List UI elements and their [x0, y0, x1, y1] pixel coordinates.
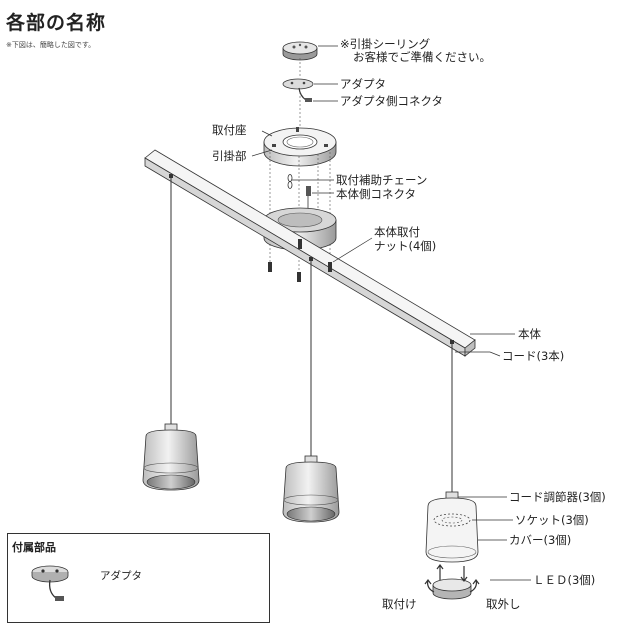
- label-ceiling: ※引掛シーリング: [340, 37, 431, 51]
- label-hook: 引掛部: [212, 149, 247, 163]
- label-detach: 取外し: [486, 597, 521, 611]
- adapter-part: [282, 78, 314, 102]
- label-nut-line1: 本体取付: [374, 225, 420, 239]
- pendant-lamp-1: [142, 423, 200, 491]
- pendant-lamp-2: [282, 455, 340, 523]
- label-adapter-connector: アダプタ側コネクタ: [340, 94, 444, 108]
- cords: [170, 178, 453, 494]
- label-mount-base: 取付座: [212, 123, 247, 137]
- leader-lines: [251, 45, 531, 581]
- accessory-adapter-label: アダプタ: [100, 570, 142, 582]
- mount-base: [263, 127, 337, 167]
- mounting-nuts: [268, 239, 332, 282]
- page-title: 各部の名称: [6, 12, 107, 34]
- label-adapter: アダプタ: [340, 77, 386, 91]
- accessories-box: 付属部品 アダプタ: [7, 533, 270, 623]
- label-led: ＬＥＤ(3個): [533, 573, 596, 587]
- label-ceiling-note: お客様でご準備ください。: [353, 50, 491, 64]
- accessories-title: 付属部品: [12, 541, 56, 554]
- label-socket: ソケット(3個): [515, 513, 589, 527]
- ceiling-rosette: [282, 41, 318, 61]
- label-attach: 取付け: [382, 597, 417, 611]
- label-body: 本体: [518, 327, 541, 341]
- label-safety-chain: 取付補助チェーン: [336, 173, 428, 187]
- label-cord-adjuster: コード調節器(3個): [509, 490, 606, 504]
- label-cord: コード(3本): [502, 349, 565, 363]
- label-nut-line2: ナット(4個): [374, 239, 437, 253]
- page-note: ※下図は、簡略した図です。: [6, 41, 96, 49]
- label-cover: カバー(3個): [509, 533, 572, 547]
- pendant-lamp-3: [424, 491, 480, 600]
- body-beam: [144, 149, 476, 357]
- label-body-connector: 本体側コネクタ: [336, 187, 417, 201]
- accessory-adapter-illustration: [31, 565, 69, 601]
